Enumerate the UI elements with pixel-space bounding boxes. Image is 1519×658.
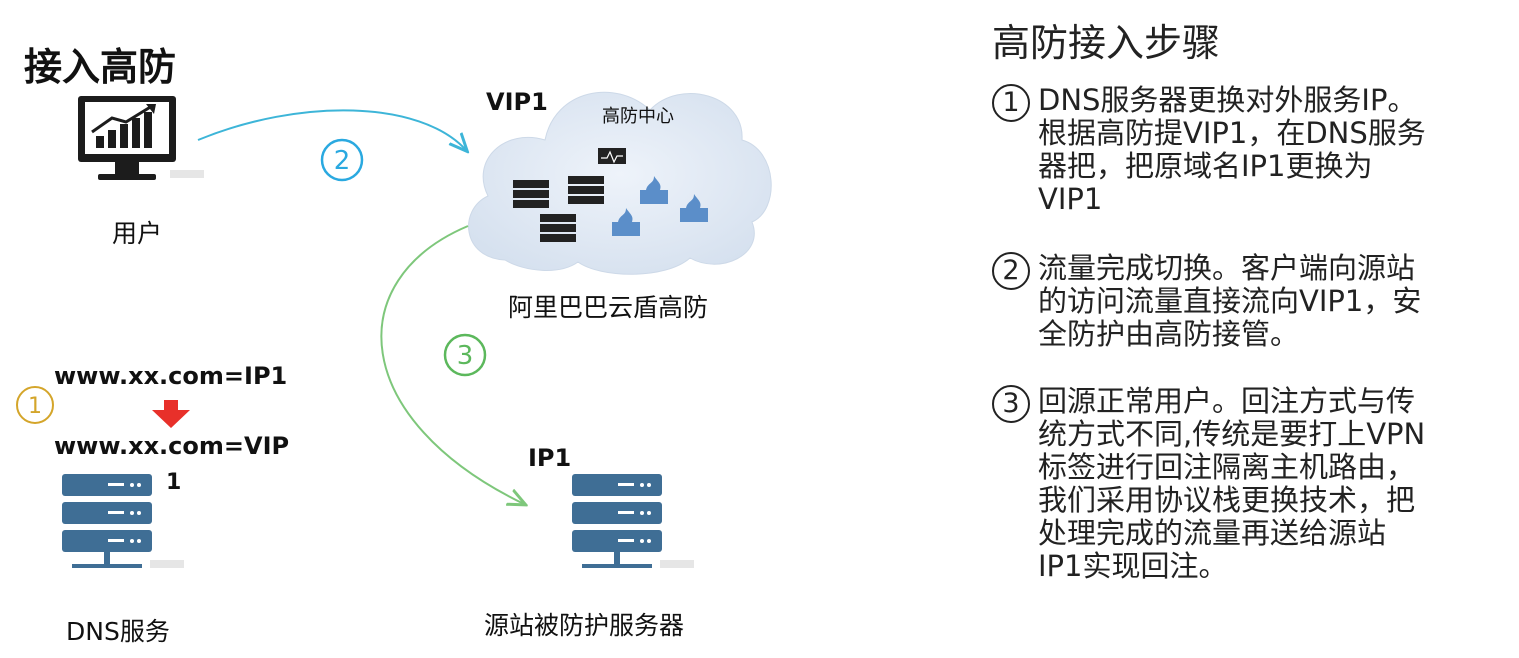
back-to-origin-arrow-green (380, 225, 524, 504)
svg-text:1: 1 (28, 394, 42, 419)
origin-ip-label: IP1 (528, 444, 572, 472)
user-monitor-icon (78, 96, 204, 180)
step-3: 3 回源正常用户。回注方式与传 统方式不同,传统是要打上VPN 标签进行回注隔离… (992, 385, 1512, 595)
marker-1: 1 (16, 386, 54, 424)
marker-3: 3 (443, 333, 487, 377)
dns-record-after: www.xx.com=VIP (54, 432, 290, 460)
origin-server-label: 源站被防护服务器 (484, 611, 685, 640)
step-2: 2 流量完成切换。客户端向源站 的访问流量直接流向VIP1，安 全防护由高防接管… (992, 252, 1512, 362)
step-3-text: 回源正常用户。回注方式与传 统方式不同,传统是要打上VPN 标签进行回注隔离主机… (1038, 384, 1426, 583)
dns-server-label: DNS服务 (66, 617, 170, 646)
cloud-server-icon (513, 148, 626, 242)
dns-record-before: www.xx.com=IP1 (54, 362, 288, 390)
diagram-title: 接入高防 (24, 45, 177, 89)
step-1: 1 DNS服务器更换对外服务IP。 根据高防提VIP1，在DNS服务 器把，把原… (992, 84, 1512, 234)
dns-record-after-suffix: 1 (166, 470, 182, 495)
cloud-caption: 阿里巴巴云盾高防 (508, 293, 709, 322)
step-2-number-icon: 2 (992, 252, 1030, 290)
down-arrow-icon (152, 400, 190, 428)
steps-title: 高防接入步骤 (992, 21, 1221, 65)
svg-text:2: 2 (334, 146, 351, 176)
user-label: 用户 (112, 219, 163, 248)
step-1-number-icon: 1 (992, 84, 1030, 122)
firewall-icon (612, 176, 708, 236)
svg-text:3: 3 (457, 341, 474, 371)
origin-server-icon (572, 474, 694, 568)
vip-label: VIP1 (486, 88, 548, 116)
dns-server-icon (62, 474, 184, 568)
step-3-number-icon: 3 (992, 385, 1030, 423)
traffic-arrow-blue (197, 109, 466, 150)
step-2-text: 流量完成切换。客户端向源站 的访问流量直接流向VIP1，安 全防护由高防接管。 (1038, 251, 1422, 351)
step-1-text: DNS服务器更换对外服务IP。 根据高防提VIP1，在DNS服务 器把，把原域名… (1038, 83, 1426, 216)
cloud-center-label: 高防中心 (602, 106, 674, 127)
marker-2: 2 (320, 138, 364, 182)
